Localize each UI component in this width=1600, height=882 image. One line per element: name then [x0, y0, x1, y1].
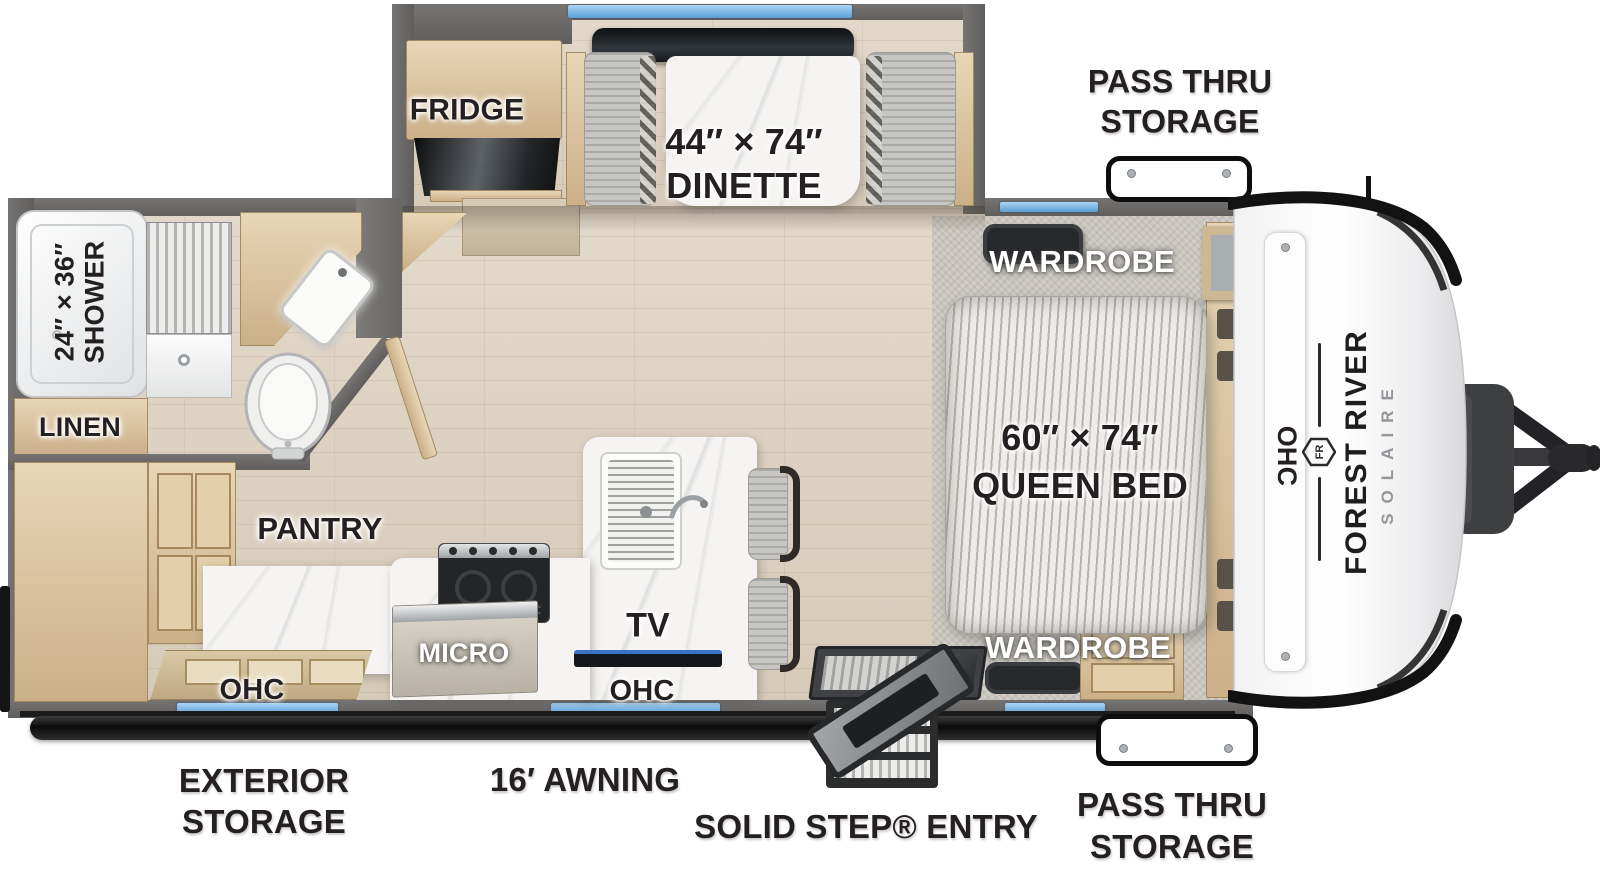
window-bottom-left: [177, 703, 338, 714]
shower-door-knob: [178, 354, 190, 366]
kitchen-sink: [600, 452, 682, 570]
toilet: [244, 352, 332, 460]
dinette-bench-trim-left: [640, 56, 656, 204]
bathroom-wall-column: [356, 198, 402, 338]
nightstand-top: [983, 224, 1083, 264]
svg-text:FR: FR: [1314, 445, 1326, 460]
label-ohc-left: OHC: [219, 674, 285, 707]
label-bed-size: 60″ × 74″: [1001, 417, 1159, 459]
brand-model: SOLAIRE: [1378, 379, 1397, 525]
fridge-unit: [414, 138, 560, 196]
label-ohc-front: OHC: [1271, 425, 1302, 487]
sink-faucet-dot: [338, 268, 347, 277]
label-pantry: PANTRY: [257, 510, 383, 546]
window-top-right: [1000, 202, 1098, 212]
dinette-bench-trim-right: [866, 56, 882, 204]
label-shower: 24″ × 36″ SHOWER: [49, 240, 109, 364]
kitchen-faucet: [669, 495, 708, 519]
label-awning: 16′ AWNING: [489, 760, 681, 798]
label-ohc-center: OHC: [609, 675, 675, 708]
brand-logo: FR FOREST RIVER SOLAIRE: [1292, 252, 1408, 652]
forest-river-badge-icon: FR: [1302, 437, 1336, 467]
fridge-cabinet: [406, 40, 562, 140]
window-bottom-center: [551, 703, 720, 714]
shower-accordion-door: [146, 222, 232, 334]
hitch-coupler: [1548, 444, 1596, 472]
shower-pan-inner: [30, 224, 134, 384]
linen-cabinet: [14, 398, 148, 456]
queen-bed-mattress: [945, 296, 1207, 634]
slideout-wall-header: [392, 4, 572, 44]
rear-bumper: [0, 586, 10, 712]
brand-maker: FOREST RIVER: [1340, 329, 1373, 575]
pass-thru-door-top: [1106, 156, 1252, 202]
label-bed: QUEEN BED: [972, 465, 1188, 507]
label-wardrobe-top: WARDROBE: [989, 243, 1175, 279]
slideout-step: [462, 198, 580, 256]
label-dinette: DINETTE: [666, 165, 822, 207]
label-pass-thru-top: PASS THRU: [1087, 63, 1273, 100]
front-ohc-panel: [1264, 232, 1306, 672]
label-pass-thru-top-2: STORAGE: [1100, 103, 1260, 140]
shower-pan: [16, 210, 148, 398]
label-linen: LINEN: [39, 412, 121, 443]
dinette-bench-cap-right: [954, 52, 974, 206]
label-wardrobe-bottom: WARDROBE: [985, 629, 1171, 665]
awning-roll: [30, 716, 1192, 740]
nightstand-bottom: [985, 662, 1085, 694]
slideout-shadow: [392, 206, 985, 232]
chair-back: [780, 576, 800, 672]
window-bottom-right: [1005, 703, 1105, 714]
label-exterior-storage-2: STORAGE: [182, 802, 346, 840]
label-dinette-size: 44″ × 74″: [665, 121, 823, 163]
pantry-side-panel: [14, 462, 148, 702]
antenna: [1366, 176, 1371, 202]
label-exterior-storage: EXTERIOR: [178, 761, 350, 799]
label-pass-thru-bottom-2: STORAGE: [1090, 827, 1254, 865]
label-solid-step: SOLID STEP® ENTRY: [694, 807, 1038, 845]
shower-drain: [52, 330, 62, 340]
dinette-table: [666, 56, 860, 206]
slideout-window: [568, 5, 852, 18]
chair-back: [780, 466, 800, 562]
label-micro: MICRO: [418, 638, 510, 669]
label-fridge: FRIDGE: [409, 93, 525, 127]
label-tv: TV: [626, 606, 670, 645]
tv-unit: [574, 650, 722, 667]
dinette-bench-cap-left: [566, 52, 586, 206]
shower-door-panel: [146, 334, 232, 398]
brand-badge-row: FR: [1302, 343, 1336, 561]
ohc-cabinet-left: [150, 650, 372, 700]
awning-rail: [20, 711, 1235, 717]
label-pass-thru-bottom: PASS THRU: [1076, 785, 1268, 823]
pass-thru-door-bottom: [1096, 714, 1258, 766]
